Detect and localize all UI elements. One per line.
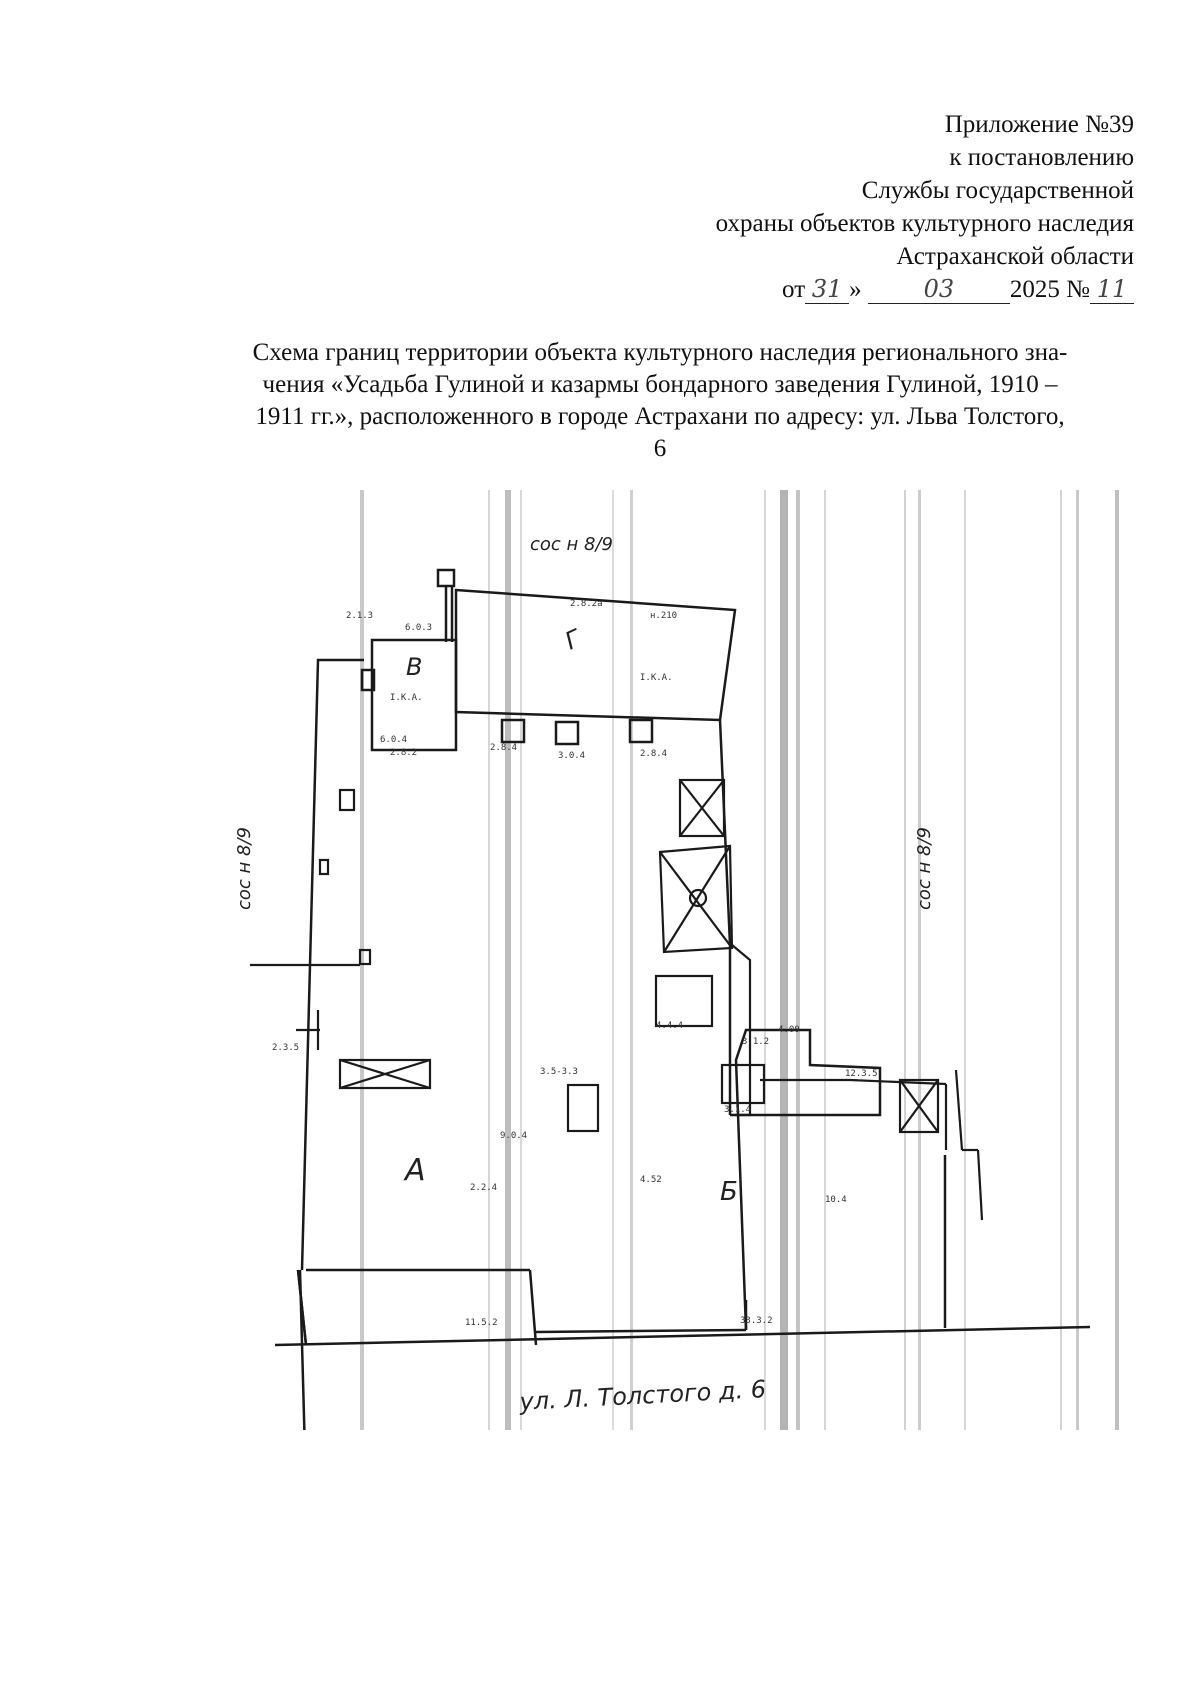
title-row-4: 6	[653, 435, 667, 462]
svg-text:3.1.4: 3.1.4	[724, 1105, 751, 1115]
svg-text:4.4.4: 4.4.4	[656, 1021, 683, 1031]
svg-text:6.0.4: 6.0.4	[380, 735, 407, 745]
svg-text:2.8.2a: 2.8.2a	[570, 599, 603, 609]
svg-text:4.52: 4.52	[640, 1175, 662, 1185]
handwritten-month: 03	[867, 275, 1010, 304]
svg-text:2.8.4: 2.8.4	[490, 743, 517, 753]
appendix-label: Приложение №39	[944, 111, 1134, 138]
building-g-label: Г	[561, 624, 586, 656]
neighbor-left-label: соc н 8/9	[234, 827, 255, 910]
svg-text:3.0.4: 3.0.4	[558, 751, 585, 761]
building-g	[436, 568, 737, 746]
title-row-2: чения «Усадьба Гулиной и казармы бондарн…	[262, 371, 1058, 398]
svg-text:4.00: 4.00	[778, 1025, 800, 1035]
building-a-label: А	[403, 1153, 426, 1188]
svg-text:н.210: н.210	[650, 611, 677, 621]
building-v-label: В	[406, 653, 422, 681]
date-quote: »	[849, 276, 862, 303]
number-sign: №	[1066, 276, 1090, 303]
svg-text:2.2.4: 2.2.4	[470, 1183, 497, 1193]
svg-text:9.0.4: 9.0.4	[500, 1131, 527, 1141]
date-prefix: от	[782, 276, 806, 303]
title-row-3: 1911 гг.», расположенного в городе Астра…	[255, 403, 1065, 430]
boundary-lines	[274, 658, 1091, 1430]
title-row-1: Схема границ территории объекта культурн…	[252, 339, 1068, 366]
plan-labels: соc н 8/9 соc н 8/9 соc н 8/9 ул. Л. Тол…	[234, 534, 935, 1416]
site-plan-drawing: соc н 8/9 соc н 8/9 соc н 8/9 ул. Л. Тол…	[234, 490, 1119, 1430]
neighbor-right-label: соc н 8/9	[914, 827, 935, 910]
courtyard-structures	[250, 778, 984, 1221]
svg-text:3.5-3.3: 3.5-3.3	[540, 1067, 578, 1077]
svg-text:33.3.2: 33.3.2	[740, 1316, 773, 1326]
document-header: Приложение №39 к постановлению Службы го…	[716, 108, 1134, 306]
site-plan: соc н 8/9 соc н 8/9 соc н 8/9 ул. Л. Тол…	[220, 490, 1140, 1430]
building-b-label: Б	[720, 1177, 738, 1207]
svg-text:10.4: 10.4	[825, 1195, 847, 1205]
document-title: Схема границ территории объекта культурн…	[190, 337, 1130, 465]
svg-text:2.8.2: 2.8.2	[390, 748, 417, 758]
svg-text:6.0.3: 6.0.3	[405, 623, 432, 633]
neighbor-top-label: соc н 8/9	[530, 534, 613, 555]
svg-text:2.8.4: 2.8.4	[640, 749, 667, 759]
svg-text:3.1.2: 3.1.2	[742, 1037, 769, 1047]
date-year: 2025	[1009, 276, 1060, 303]
svg-text:2.3.5: 2.3.5	[272, 1043, 299, 1053]
service-label: Службы государственной	[861, 177, 1134, 204]
scan-stripes	[360, 490, 1119, 1430]
heritage-label: охраны объектов культурного наследия	[715, 210, 1134, 237]
dimension-marks: 2.1.3 6.0.3 2.8.2a н.210 I.K.A. I.K.A. 6…	[272, 599, 878, 1328]
svg-text:11.5.2: 11.5.2	[465, 1318, 498, 1328]
resolution-label: к постановлению	[949, 144, 1134, 171]
handwritten-day: 31	[805, 275, 850, 304]
region-label: Астраханской области	[896, 243, 1134, 270]
street-label: ул. Л. Толстого д. 6	[518, 1375, 767, 1416]
svg-text:I.K.A.: I.K.A.	[640, 673, 673, 683]
svg-text:12.3.5: 12.3.5	[845, 1069, 878, 1079]
svg-text:I.K.A.: I.K.A.	[390, 693, 423, 703]
handwritten-number: 11	[1090, 275, 1134, 304]
svg-text:2.1.3: 2.1.3	[346, 611, 373, 621]
